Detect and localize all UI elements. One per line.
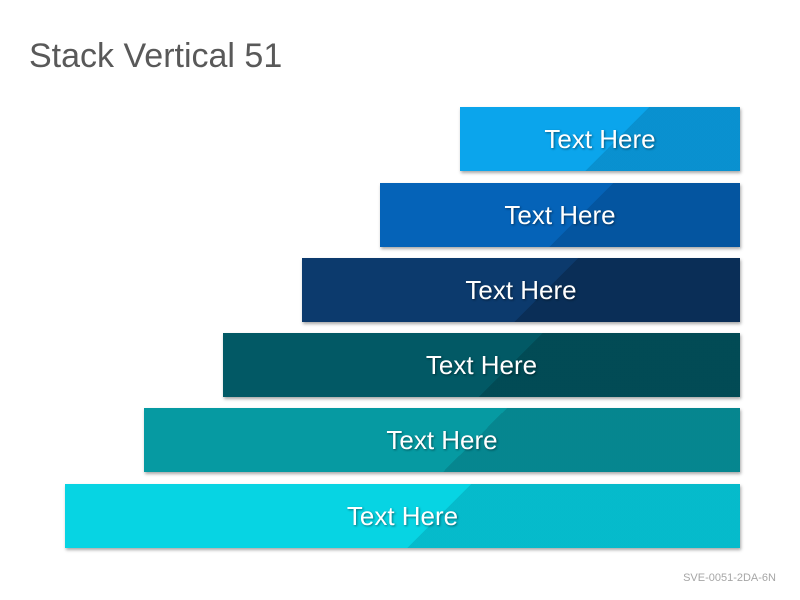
stack-bar-4[interactable]: Text Here bbox=[223, 333, 740, 397]
stack-bar-2[interactable]: Text Here bbox=[380, 183, 740, 247]
stack-bar-6-label: Text Here bbox=[346, 500, 459, 531]
stack-bar-1-label: Text Here bbox=[544, 123, 656, 154]
slide-title: Stack Vertical 51 bbox=[29, 37, 283, 75]
stack-bar-5-label: Text Here bbox=[386, 424, 498, 455]
stack-bar-4-label: Text Here bbox=[425, 349, 538, 380]
stack-bar-2-label: Text Here bbox=[504, 199, 616, 230]
stack-bar-1[interactable]: Text Here bbox=[460, 107, 740, 171]
stack-bar-6[interactable]: Text Here bbox=[65, 484, 740, 548]
stack-bar-3-label: Text Here bbox=[465, 274, 577, 305]
footer-code: SVE-0051-2DA-6N bbox=[683, 572, 776, 584]
stack-bar-5[interactable]: Text Here bbox=[144, 408, 740, 472]
stack-bar-3[interactable]: Text Here bbox=[302, 258, 740, 322]
